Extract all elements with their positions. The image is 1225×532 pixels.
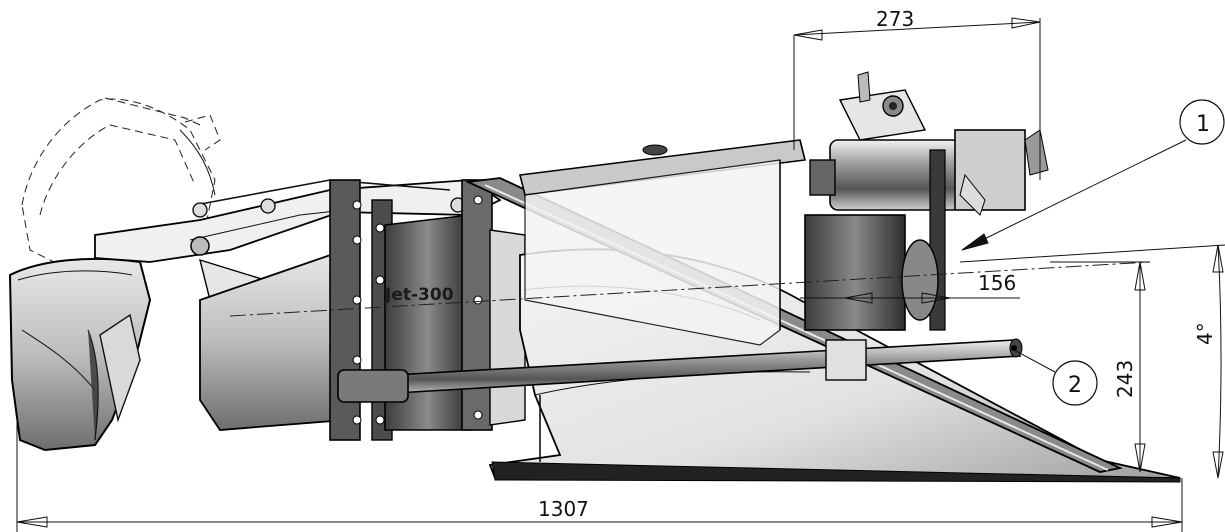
bucket	[8, 257, 152, 452]
frame-rail	[464, 139, 1123, 473]
push-rod	[337, 338, 1023, 403]
callout-1: 1	[961, 99, 1225, 251]
dim-angle-label: 4°	[1193, 322, 1217, 345]
dimension-156: 156	[800, 271, 1020, 304]
callout-2: 2	[1013, 349, 1098, 406]
center-line	[229, 261, 1151, 317]
dim-156-label: 156	[978, 271, 1016, 295]
dimension-243: 243	[1050, 261, 1150, 473]
alternate-position-outline	[21, 97, 221, 266]
dimension-angle: 4°	[1193, 244, 1224, 479]
dimension-273: 273	[793, 7, 1041, 180]
dimension-1307: 1307	[16, 418, 1183, 532]
dim-243-label: 243	[1113, 360, 1137, 398]
callout-2-label: 2	[1068, 373, 1082, 398]
callout-1-label: 1	[1196, 112, 1210, 137]
stencil-label: Jet-300	[384, 285, 454, 305]
dim-273-label: 273	[876, 7, 914, 31]
dim-1307-label: 1307	[538, 497, 589, 521]
motor-assembly	[804, 71, 1049, 331]
angle-reference-line	[959, 244, 1225, 263]
